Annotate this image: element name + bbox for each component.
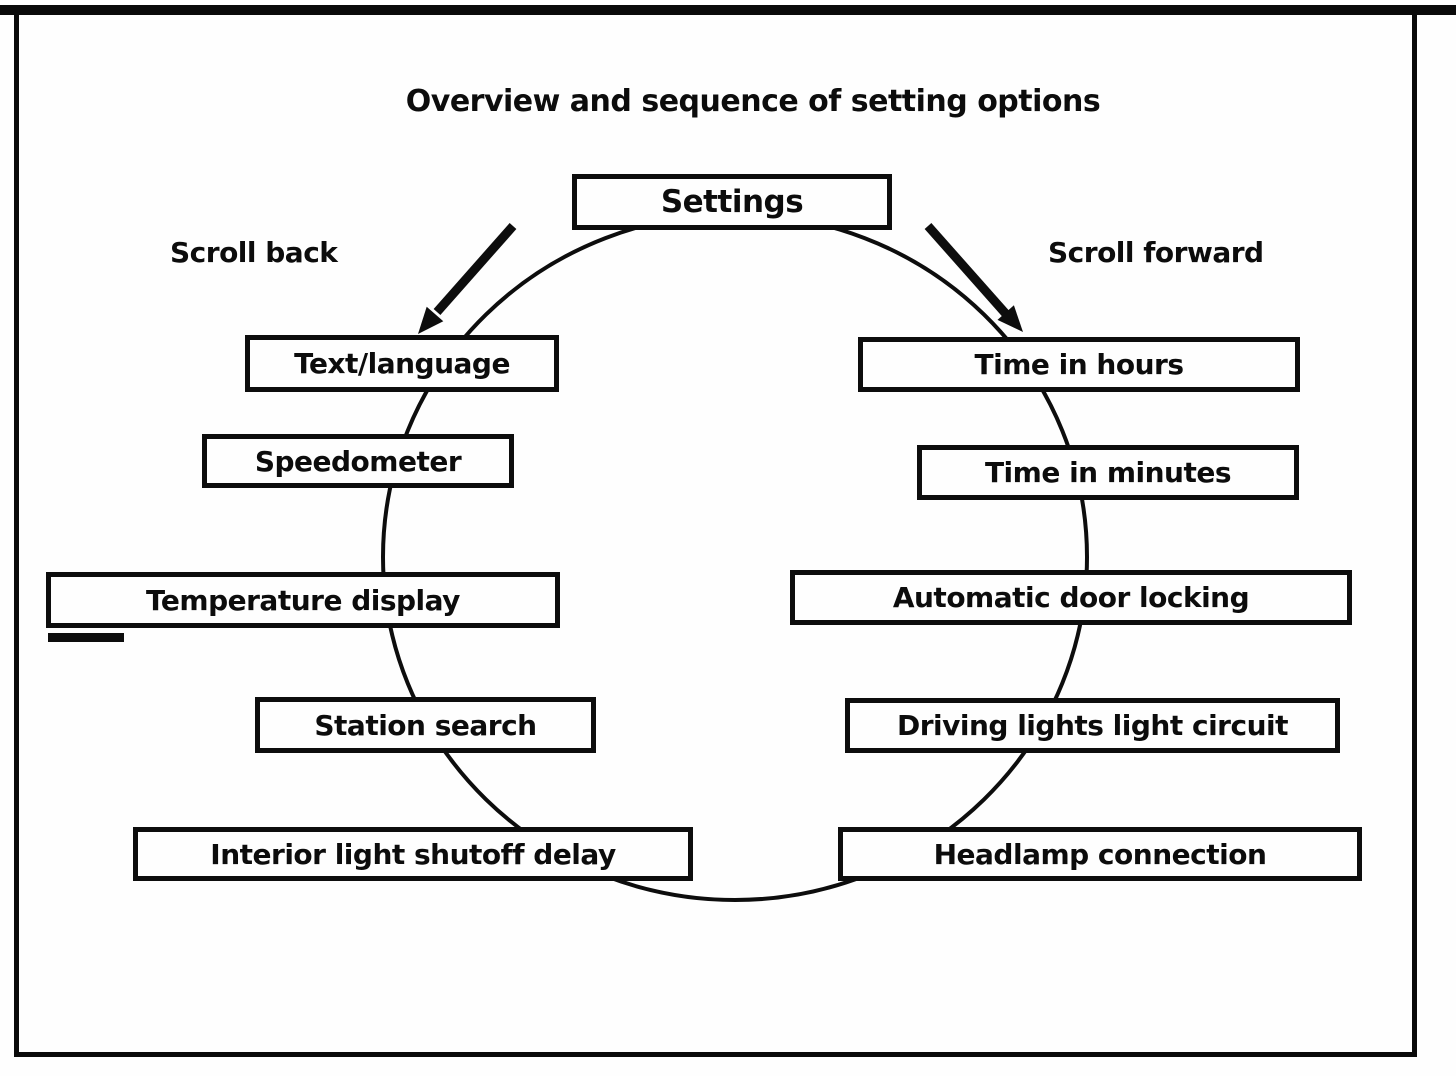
scan-artifact-dash bbox=[48, 633, 124, 642]
node-headlamp-connection: Headlamp connection bbox=[838, 827, 1362, 881]
figure-frame bbox=[14, 6, 1417, 1057]
scroll-back-arrow-icon bbox=[418, 223, 517, 334]
node-interior-light-shutoff-delay: Interior light shutoff delay bbox=[133, 827, 693, 881]
node-temperature-display: Temperature display bbox=[46, 572, 560, 628]
scroll-forward-arrow-icon bbox=[924, 223, 1023, 332]
figure-title: Overview and sequence of setting options bbox=[405, 84, 1101, 119]
scroll-forward-label: Scroll forward bbox=[1048, 236, 1264, 269]
node-time-in-minutes: Time in minutes bbox=[917, 445, 1299, 500]
node-settings: Settings bbox=[572, 174, 892, 230]
node-speedometer: Speedometer bbox=[202, 434, 514, 488]
node-text-language: Text/language bbox=[245, 335, 559, 392]
cycle-ellipse bbox=[381, 212, 1089, 902]
scroll-back-label: Scroll back bbox=[170, 236, 338, 269]
node-station-search: Station search bbox=[255, 697, 596, 753]
node-driving-lights-light-circuit: Driving lights light circuit bbox=[845, 698, 1340, 753]
node-time-in-hours: Time in hours bbox=[858, 337, 1300, 392]
node-automatic-door-locking: Automatic door locking bbox=[790, 570, 1352, 625]
